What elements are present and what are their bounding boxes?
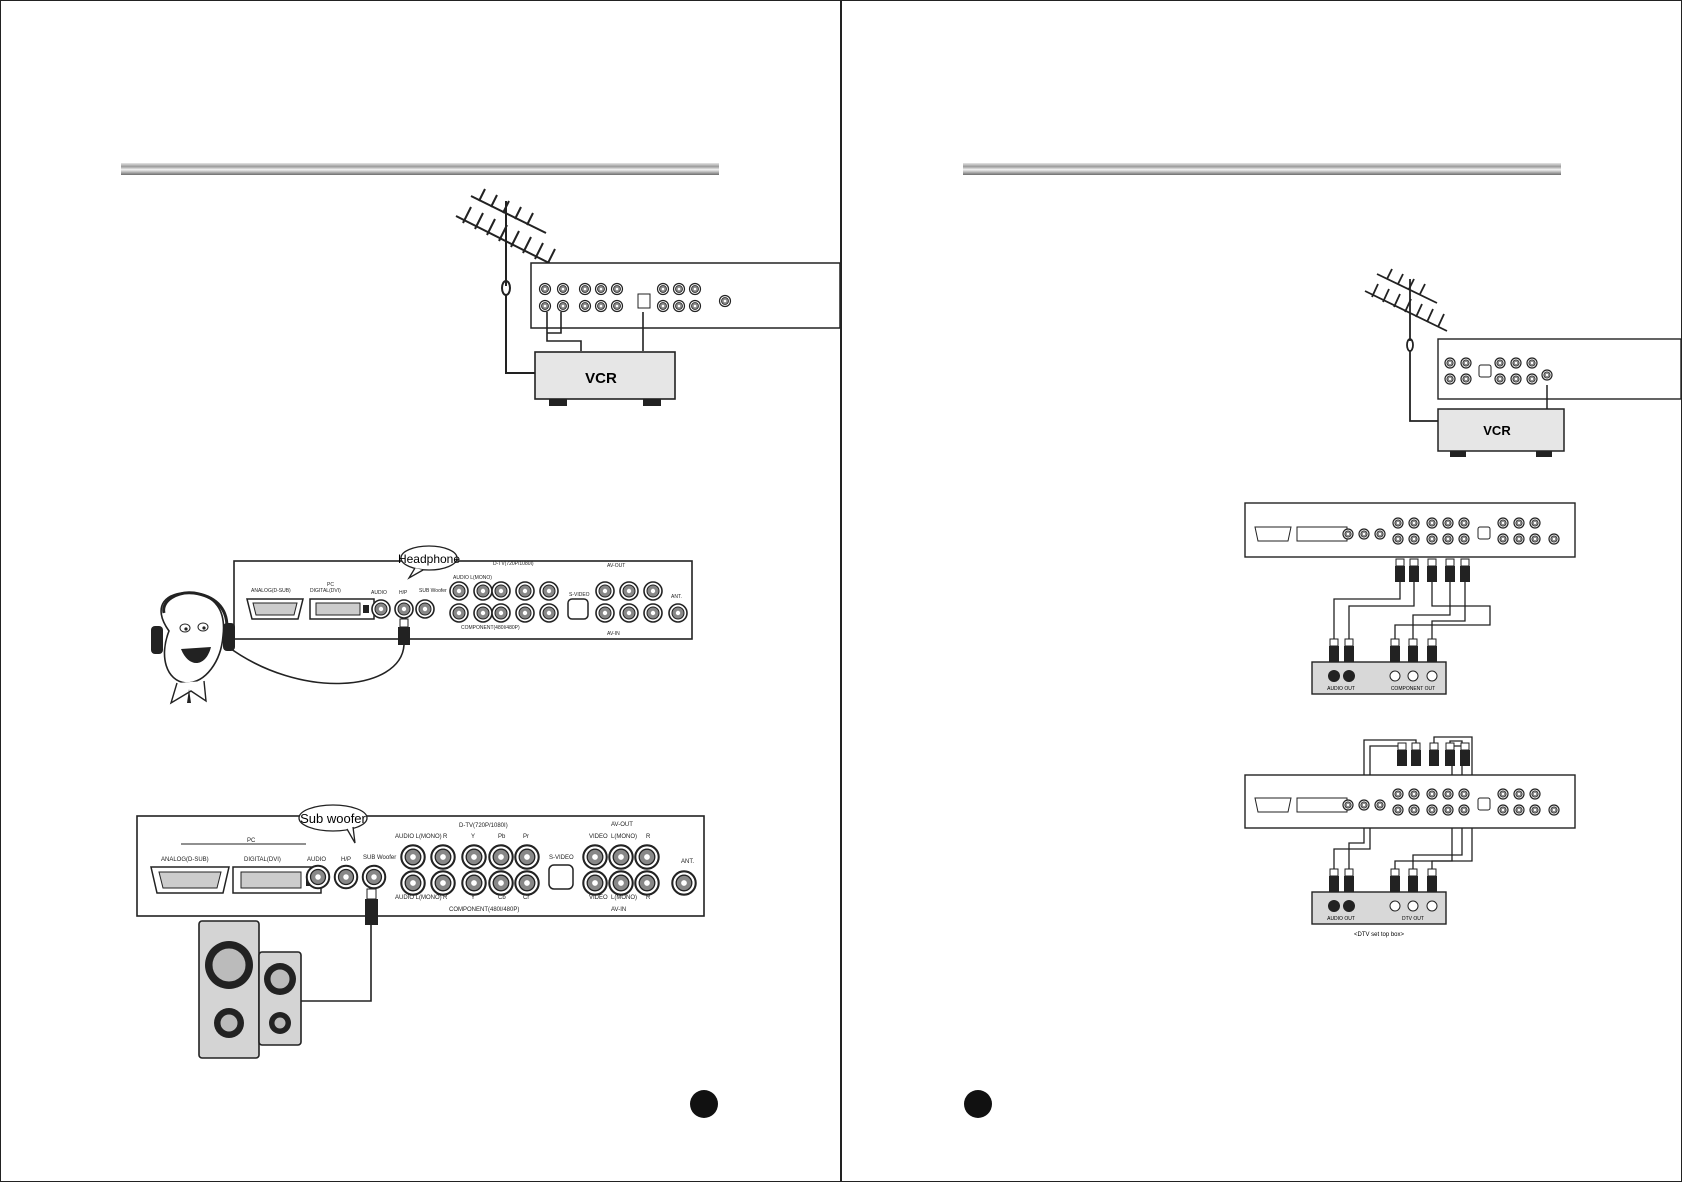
page-number-badge	[690, 1090, 718, 1118]
r-label-2: R	[443, 895, 448, 901]
left-manual-page: VCR PC ANALOG(D-SUB) DIGITAL(DVI) AUDIO …	[0, 0, 841, 1182]
antenna-icon	[455, 188, 562, 374]
dtv-label-2: D-TV(720P/1080I)	[459, 823, 508, 829]
headphone-callout: Headphone	[398, 545, 460, 580]
analog-label-2: ANALOG(D-SUB)	[161, 857, 209, 863]
lmono-label: L(MONO)	[611, 834, 637, 840]
audio-label: AUDIO	[371, 590, 387, 596]
ant-label-2: ANT.	[681, 859, 694, 865]
r-label: R	[443, 834, 448, 840]
headphone-diagram: PC ANALOG(D-SUB) DIGITAL(DVI) AUDIO H/P …	[151, 545, 693, 705]
pr-label: Pr	[523, 834, 529, 840]
dtv-caption: <DTV set top box>	[1354, 932, 1405, 938]
hp-label: H/P	[399, 590, 408, 596]
component-out-label: COMPONENT OUT	[1391, 686, 1435, 692]
svideo-jack	[567, 598, 589, 620]
dtv-connection-diagram: AUDIO OUT DTV OUT <DTV set top box>	[1244, 736, 1576, 938]
antenna-vcr-diagram: VCR	[455, 188, 840, 406]
audio-lmono-label: AUDIO L(MONO)	[453, 575, 492, 581]
svideo-jack-large	[548, 864, 574, 890]
vcr-label: VCR	[1483, 423, 1511, 438]
dtv-label: D-TV(720P/1080I)	[493, 561, 534, 567]
dtv-audio-out-label: AUDIO OUT	[1327, 916, 1355, 922]
dsub-connector-large	[150, 866, 230, 894]
video-label-2: VIDEO	[589, 895, 608, 901]
pb-label: Pb	[498, 834, 506, 840]
audio-lmono-label-3: AUDIO L(MONO)	[395, 895, 442, 901]
avout-label: AV-OUT	[607, 563, 625, 569]
tv-rear-panel	[1244, 774, 1576, 829]
analog-label: ANALOG(D-SUB)	[251, 588, 291, 594]
dtv-set-top-box: AUDIO OUT DTV OUT	[1311, 891, 1447, 925]
subwoofer-callout: Sub woofer	[298, 804, 368, 844]
avout-label-2: AV-OUT	[611, 822, 633, 828]
component-connection-diagram: AUDIO OUT COMPONENT OUT	[1244, 502, 1576, 695]
speaker-icon	[198, 920, 302, 1059]
cr-label: Cr	[523, 895, 529, 901]
y-label-2: Y	[471, 895, 475, 901]
svideo-label-2: S-VIDEO	[549, 855, 574, 861]
subwoofer-callout-text: Sub woofer	[300, 811, 366, 826]
antenna-vcr-diagram-right: VCR	[1364, 268, 1681, 457]
y-label: Y	[471, 834, 475, 840]
subwoofer-diagram: PC ANALOG(D-SUB) DIGITAL(DVI) AUDIO H/P …	[136, 804, 705, 1059]
dvi-connector	[309, 598, 375, 620]
avin-label: AV-IN	[607, 631, 620, 637]
r-label-4: R	[646, 895, 651, 901]
audio-out-label: AUDIO OUT	[1327, 686, 1355, 692]
tv-rear-panel-small	[1437, 338, 1681, 400]
component-label-2: COMPONENT(480I/480P)	[449, 907, 519, 913]
hp-label-2: H/P	[341, 857, 351, 863]
tv-rear-panel-small	[530, 262, 840, 329]
tv-rear-panel	[1244, 502, 1576, 558]
antenna-icon	[1364, 268, 1448, 422]
vcr-device: VCR	[1437, 408, 1565, 457]
svideo-label: S-VIDEO	[569, 592, 590, 598]
dsub-connector	[246, 598, 304, 620]
dtv-out-label: DTV OUT	[1402, 916, 1424, 922]
header-rule	[121, 163, 719, 175]
digital-label: DIGITAL(DVI)	[310, 588, 341, 594]
video-label: VIDEO	[589, 834, 608, 840]
header-rule	[963, 163, 1561, 175]
cb-label: Cb	[498, 895, 506, 901]
pc-label-2: PC	[247, 838, 256, 844]
audio-label-2: AUDIO	[307, 857, 326, 863]
page-number-badge	[964, 1090, 992, 1118]
digital-label-2: DIGITAL(DVI)	[244, 857, 281, 863]
left-page-diagrams: VCR PC ANALOG(D-SUB) DIGITAL(DVI) AUDIO …	[136, 188, 840, 1059]
vcr-label: VCR	[585, 370, 617, 387]
headphone-person-icon	[151, 591, 235, 705]
component-source-device: AUDIO OUT COMPONENT OUT	[1311, 661, 1447, 695]
headphone-callout-text: Headphone	[398, 552, 460, 566]
lmono-label-2: L(MONO)	[611, 895, 637, 901]
subwoofer-label: SUB Woofer	[419, 588, 447, 594]
right-manual-page: VCR	[841, 0, 1682, 1182]
subwoofer-label-2: SUB Woofer	[363, 855, 396, 861]
subwoofer-plug	[301, 888, 378, 1002]
pc-label: PC	[327, 582, 334, 588]
audio-lmono-label-2: AUDIO L(MONO)	[395, 834, 442, 840]
vcr-device: VCR	[534, 351, 676, 406]
right-page-diagrams: VCR	[1244, 268, 1681, 938]
r-label-3: R	[646, 834, 651, 840]
headphone-plug	[226, 618, 410, 685]
avin-label-2: AV-IN	[611, 907, 626, 913]
component-label: COMPONENT(480I/480P)	[461, 625, 520, 631]
ant-label: ANT.	[671, 594, 682, 600]
